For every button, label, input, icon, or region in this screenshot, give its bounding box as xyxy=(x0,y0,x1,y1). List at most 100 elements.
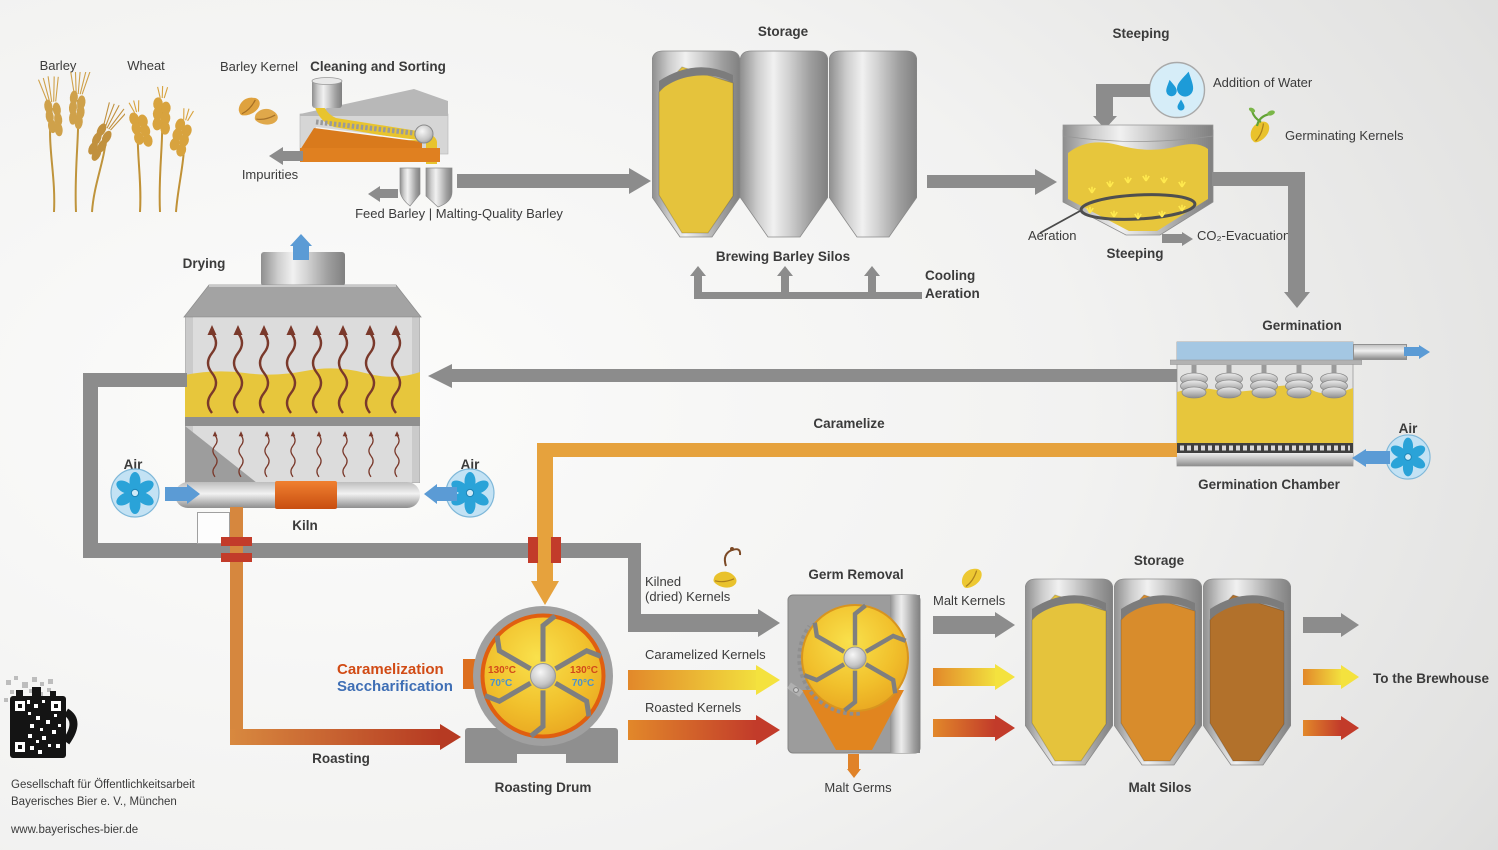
drum-temp-high-left: 130°C xyxy=(488,665,516,676)
germination-air-label: Air xyxy=(1398,421,1418,436)
wheat-plant-icon xyxy=(124,85,198,213)
steeping-vessel xyxy=(1039,124,1214,236)
kiln-air-right-label: Air xyxy=(460,457,480,472)
roast-malt-arrow xyxy=(933,719,995,737)
steeping-out-pipe xyxy=(1212,172,1304,186)
roasting-label: Roasting xyxy=(312,751,370,766)
addition-of-water-label: Addition of Water xyxy=(1213,75,1313,90)
germinating-kernels-label: Germinating Kernels xyxy=(1285,128,1404,143)
pipe-flange xyxy=(221,537,252,546)
feed-barley-arrow xyxy=(380,189,398,198)
drum-temp-low-right: 70°C xyxy=(571,678,595,689)
malt-germs-label: Malt Germs xyxy=(824,780,892,795)
water-icon xyxy=(1148,61,1206,119)
kilned-kernels-label: Kilned (dried) Kernels xyxy=(645,574,731,604)
germination-chamber xyxy=(1170,341,1362,467)
malt-silos-label: Malt Silos xyxy=(1128,780,1192,795)
pipe-flange xyxy=(221,553,252,562)
steeping-aeration-label: Aeration xyxy=(1028,228,1077,243)
caramelize-pipe xyxy=(537,443,1177,457)
steeping-vessel-label: Steeping xyxy=(1106,246,1164,261)
malt-kernels-arrow xyxy=(933,616,995,634)
kiln-heater xyxy=(275,481,337,509)
germination-air-arrow xyxy=(1366,451,1390,464)
saccharification-label: Saccharification xyxy=(337,678,453,695)
malt-storage-title: Storage xyxy=(1133,553,1185,568)
germination-chamber-label: Germination Chamber xyxy=(1198,477,1340,492)
drum-temp-high-right: 130°C xyxy=(570,665,598,676)
footer-org-line2: Bayerisches Bier e. V., München xyxy=(11,796,177,808)
barley-kernel-label: Barley Kernel xyxy=(219,59,299,74)
barley-plant-icon xyxy=(37,72,125,213)
germination-to-kiln-arrow xyxy=(452,369,1177,382)
kiln-air-left-label: Air xyxy=(123,457,143,472)
brewing-barley-silos-label: Brewing Barley Silos xyxy=(715,249,851,264)
caramelized-kernels-arrow xyxy=(628,670,756,690)
impurities-arrow xyxy=(283,151,303,161)
water-inlet-arrow xyxy=(1096,84,1113,116)
steeping-title: Steeping xyxy=(1112,26,1170,41)
co2-evacuation-label: CO₂-Evacuation xyxy=(1197,228,1291,243)
kiln-pipe xyxy=(83,373,187,387)
roasting-drum-label: Roasting Drum xyxy=(494,780,592,795)
malt-silo-pale xyxy=(1025,576,1113,770)
to-brewhouse-label: To the Brewhouse xyxy=(1373,671,1490,686)
barley-silo-full xyxy=(652,48,740,242)
kilned-kernel-icon xyxy=(711,547,742,592)
to-steeping-arrow xyxy=(927,175,1035,188)
kiln-pipe xyxy=(628,543,641,621)
roasted-kernels-label: Roasted Kernels xyxy=(645,700,742,715)
qr-code-beer-mug xyxy=(4,676,78,758)
brewhouse-yellow-arrow xyxy=(1303,669,1341,685)
kiln-label: Kiln xyxy=(292,518,318,533)
germination-title: Germination xyxy=(1262,318,1342,333)
malt-germs-arrow xyxy=(848,754,859,769)
cooling-arrow xyxy=(781,276,789,293)
cooling-bracket-pipe xyxy=(694,292,922,299)
brewhouse-red-arrow xyxy=(1303,720,1341,736)
barley-label: Barley xyxy=(39,58,77,73)
brewhouse-gray-arrow xyxy=(1303,617,1341,633)
germ-removal-title: Germ Removal xyxy=(808,567,904,582)
roasting-drum xyxy=(463,606,618,763)
malt-silo-caramel xyxy=(1114,576,1202,770)
cooling-label: Cooling xyxy=(925,268,976,283)
caramelization-label: Caramelization xyxy=(337,661,444,678)
caramel-malt-arrow xyxy=(933,668,995,686)
malt-silo-roast xyxy=(1203,576,1291,770)
barley-storage-title: Storage xyxy=(757,24,809,39)
wheat-label: Wheat xyxy=(127,58,165,73)
barley-silo-empty xyxy=(740,50,828,238)
cooling-arrow xyxy=(694,276,702,293)
germinating-kernel-icon xyxy=(1245,107,1275,146)
roasted-kernels-arrow xyxy=(628,720,756,740)
cooling-arrow xyxy=(868,276,876,293)
caramelized-kernels-label: Caramelized Kernels xyxy=(645,647,766,662)
roasting-pipe xyxy=(230,507,243,745)
to-silos-arrow xyxy=(457,174,629,188)
roasting-arrow xyxy=(230,729,440,745)
barley-silo-empty xyxy=(829,50,917,238)
germ-removal-machine xyxy=(786,594,921,754)
malt-kernels-label: Malt Kernels xyxy=(933,593,1006,608)
kiln-body xyxy=(185,317,420,483)
caramelize-label: Caramelize xyxy=(813,416,885,431)
cleaning-sorting-title: Cleaning and Sorting xyxy=(310,59,446,74)
drying-title: Drying xyxy=(182,256,226,271)
malt-kernel-icon xyxy=(957,564,986,591)
cleaning-sorting-machine xyxy=(299,77,449,164)
exhaust-air-arrow xyxy=(1404,347,1419,356)
cooling-aeration-label: Aeration xyxy=(925,286,980,301)
kiln-air-right-arrow xyxy=(437,487,457,501)
sorting-splitter-icon xyxy=(399,167,453,208)
kiln-fan-left-icon xyxy=(110,468,160,518)
co2-arrow xyxy=(1162,234,1182,243)
drum-temp-low-left: 70°C xyxy=(489,678,513,689)
kiln-roof xyxy=(183,284,422,318)
caramelize-down-arrow xyxy=(537,443,553,581)
barley-kernel-icon xyxy=(235,94,281,129)
pipe-flange xyxy=(551,537,561,563)
feed-barley-label: Feed Barley | Malting-Quality Barley xyxy=(355,206,563,221)
kilned-kernels-arrow xyxy=(628,614,758,632)
